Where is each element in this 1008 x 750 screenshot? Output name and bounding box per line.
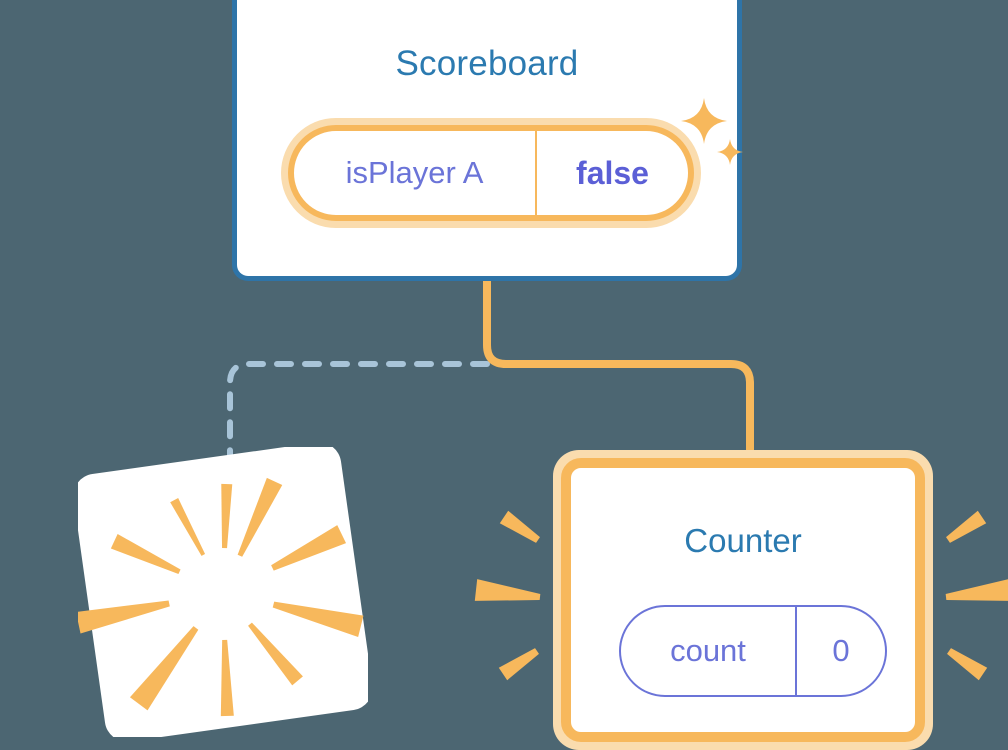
scoreboard-state-pill[interactable]: isPlayer A false bbox=[281, 118, 701, 228]
sparkle-large-icon bbox=[681, 98, 727, 144]
burst-ray-wsw bbox=[78, 600, 170, 634]
burst-ray-nnw bbox=[170, 498, 206, 556]
burst-ray-ene bbox=[271, 525, 347, 571]
burst-ray-wnw bbox=[110, 534, 181, 574]
ray-right-upper bbox=[946, 510, 987, 543]
counter-title: Counter bbox=[684, 522, 802, 559]
counter-card[interactable]: Counter count 0 bbox=[553, 450, 933, 750]
counter-state-key: count bbox=[621, 607, 797, 695]
scoreboard-to-burst-card-connector bbox=[227, 361, 490, 475]
ray-left-upper bbox=[499, 510, 540, 543]
scoreboard-state-key: isPlayer A bbox=[294, 131, 537, 215]
scoreboard-state-pill-inner: isPlayer A false bbox=[288, 125, 694, 221]
ray-right-middle bbox=[945, 579, 1008, 601]
burst-ray-s bbox=[220, 639, 234, 717]
burst-ray-sse bbox=[248, 622, 303, 686]
burst-ray-ssw bbox=[129, 626, 199, 711]
burst-ray-ese bbox=[272, 601, 364, 638]
burst-card[interactable] bbox=[78, 447, 368, 737]
burst-ray-n bbox=[221, 483, 233, 549]
sparkle-group bbox=[681, 98, 743, 165]
ray-right-lower bbox=[947, 648, 988, 681]
burst-ray-nne bbox=[237, 477, 283, 557]
scoreboard-card[interactable]: Scoreboard isPlayer A false bbox=[232, 0, 742, 281]
scoreboard-state-value: false bbox=[576, 154, 649, 191]
counter-card-inner: Counter count 0 bbox=[561, 458, 925, 742]
scoreboard-to-counter-connector bbox=[483, 277, 754, 456]
ray-left-middle bbox=[474, 579, 541, 601]
scoreboard-title: Scoreboard bbox=[395, 44, 579, 83]
burst-ray-group bbox=[78, 477, 364, 717]
counter-state-value: 0 bbox=[832, 633, 850, 668]
burst-card-surface bbox=[78, 447, 368, 737]
ray-left-lower bbox=[498, 648, 539, 681]
counter-state-pill[interactable]: count 0 bbox=[619, 605, 887, 697]
sparkle-small-icon bbox=[717, 139, 743, 165]
